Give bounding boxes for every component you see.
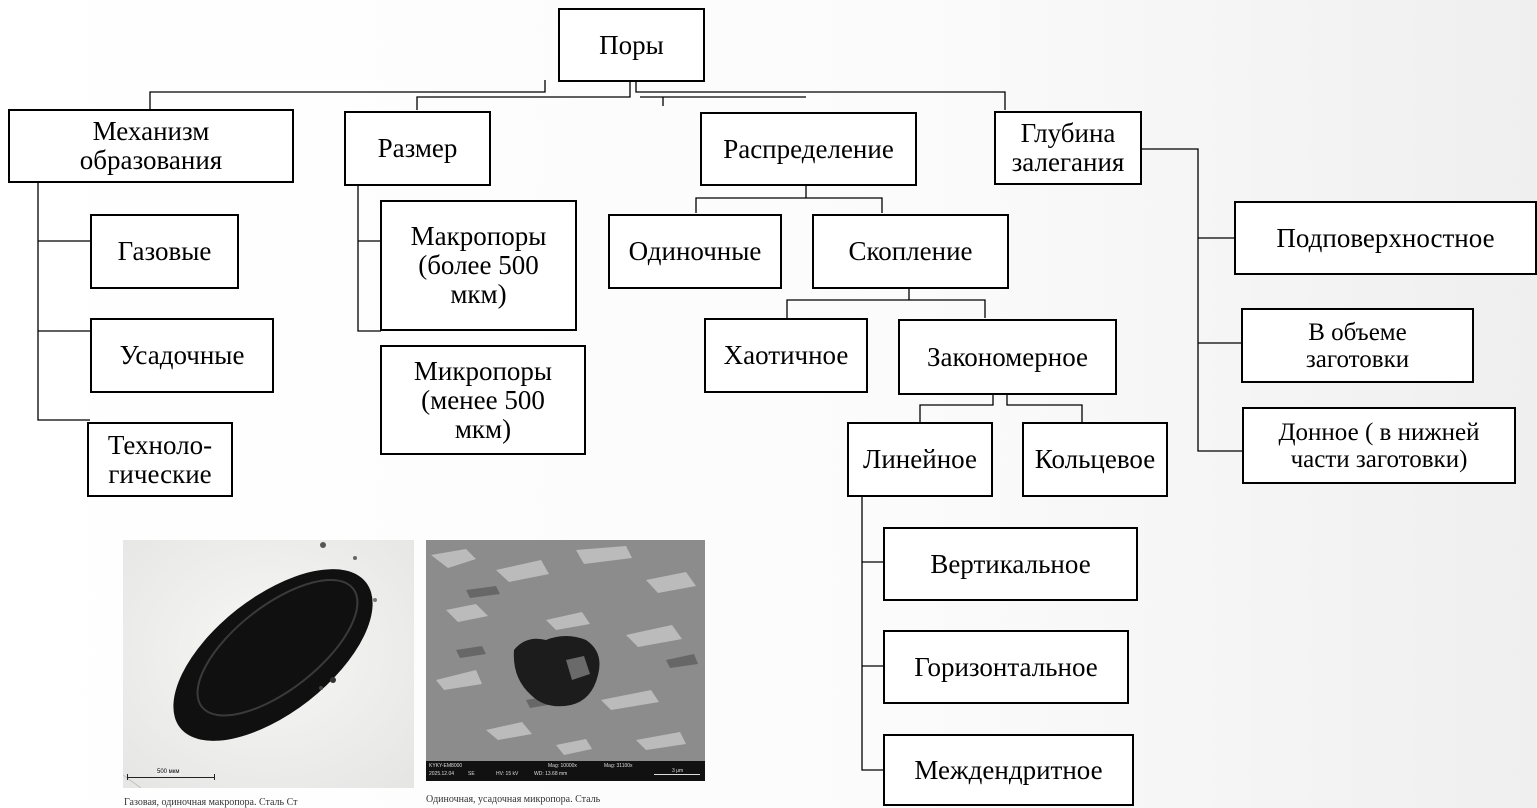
node-size: Размер: [344, 111, 491, 186]
node-shrinkage: Усадочные: [90, 318, 274, 393]
node-in-volume: В объеме заготовки: [1241, 308, 1474, 383]
sem-info-model: KYKY-EM8000: [429, 763, 462, 769]
sem-info-mag1: Mag: 10000x: [548, 763, 577, 769]
node-bottom: Донное ( в нижней части заготовки): [1242, 407, 1516, 484]
node-pores: Поры: [558, 8, 705, 82]
sem-caption: Одиночная, усадочная микропора. Сталь: [426, 794, 600, 805]
connector-depth: [1142, 149, 1242, 451]
sem-info-hv: HV: 15 kV: [496, 771, 518, 777]
node-distribution: Распределение: [700, 112, 917, 186]
connector-cluster: [787, 288, 985, 318]
sem-info-bar: KYKY-EM8000 2025.12.04 SE HV: 15 kV WD: …: [426, 761, 705, 781]
gas-macropore-image: [123, 540, 414, 788]
node-single: Одиночные: [608, 214, 782, 289]
optical-scale-label: 500 мкм: [156, 769, 181, 775]
connector-mechanism: [38, 182, 90, 420]
sem-scale-label: 3 μm: [671, 768, 684, 774]
optical-scale-bar: 500 мкм: [127, 774, 215, 780]
node-vertical: Вертикальное: [883, 527, 1138, 601]
connector-root-size: [417, 80, 630, 110]
shrinkage-micropore-image: [426, 540, 705, 765]
node-chaotic: Хаотичное: [704, 318, 868, 393]
connector-distribution: [696, 185, 882, 213]
node-depth: Глубина залегания: [994, 111, 1142, 185]
node-interdendritic: Междендритное: [883, 734, 1134, 806]
connector-regular: [920, 394, 1082, 422]
node-formation-mechanism: Механизм образования: [8, 109, 294, 183]
connector-root-right: [636, 80, 1005, 110]
node-linear: Линейное: [847, 422, 993, 497]
connector-root-left: [150, 80, 545, 110]
sem-info-mode: SE: [468, 771, 475, 777]
sem-scale-bar: [654, 774, 700, 775]
node-macropores: Макропоры (более 500 мкм): [380, 200, 577, 331]
node-subsurface: Подповерхностное: [1234, 201, 1537, 275]
optical-caption: Газовая, одиночная макропора. Сталь Ст: [124, 797, 298, 808]
node-micropores: Микропоры (менее 500 мкм): [380, 345, 586, 455]
node-horizontal: Горизонтальное: [883, 630, 1129, 704]
connector-linear: [862, 496, 884, 770]
sem-info-mag2: Mag: 31100x: [604, 763, 633, 769]
node-gas: Газовые: [90, 214, 239, 289]
optical-micrograph: 500 мкм: [123, 540, 414, 788]
node-cluster: Скопление: [812, 214, 1009, 289]
sem-info-wd: WD: 13.68 mm: [534, 771, 567, 777]
sem-info-date: 2025.12.04: [429, 771, 454, 777]
node-technological: Техноло- гические: [87, 422, 233, 497]
sem-micrograph: KYKY-EM8000 2025.12.04 SE HV: 15 kV WD: …: [426, 540, 705, 781]
connector-size: [358, 185, 381, 331]
node-ring: Кольцевое: [1022, 422, 1168, 497]
node-regular: Закономерное: [898, 319, 1117, 395]
